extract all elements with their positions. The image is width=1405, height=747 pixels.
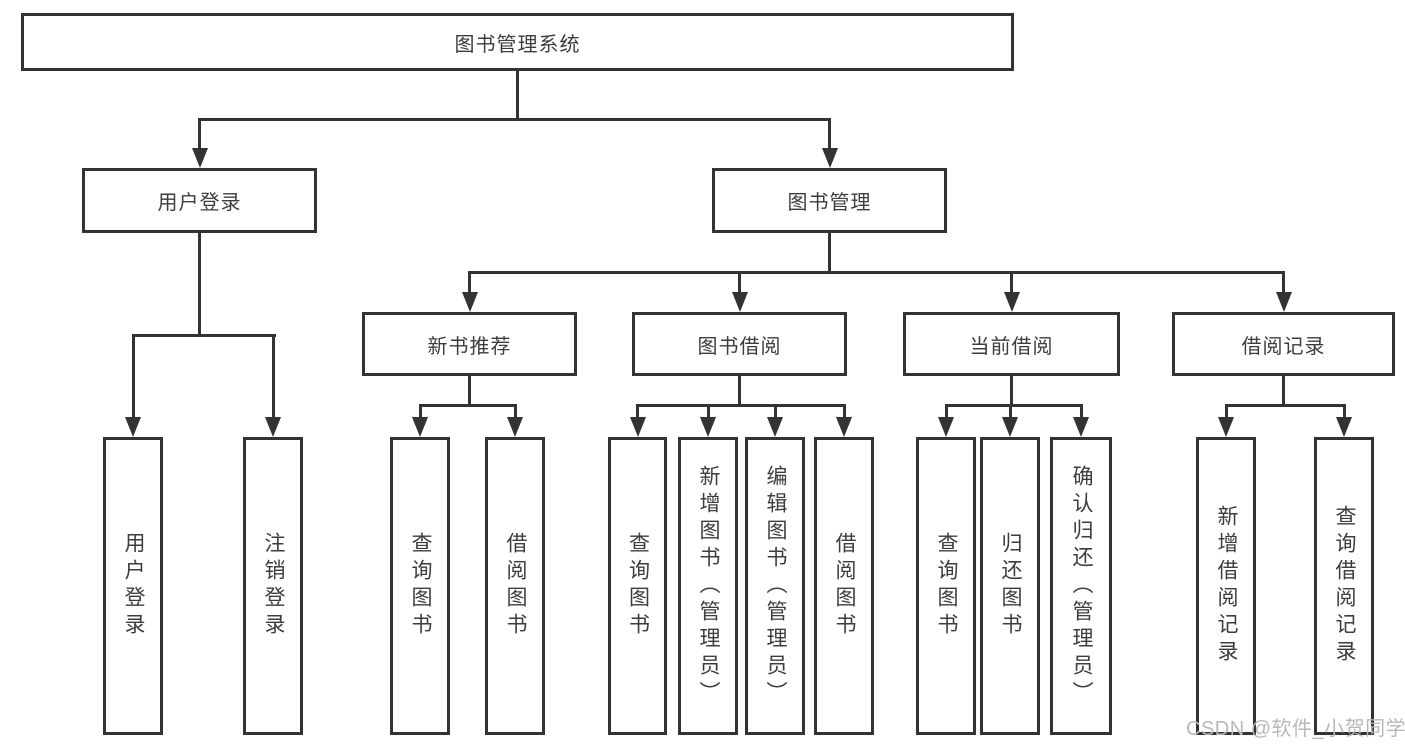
connector-line [513, 406, 517, 420]
connector-line [418, 404, 517, 407]
arrowhead-down-icon [125, 417, 141, 437]
node-new-book-recommend: 新书推荐 [362, 312, 577, 376]
connector-line [1079, 406, 1083, 420]
arrowhead-down-icon [1002, 417, 1018, 437]
leaf-add-book-admin-label: 新增图书（管理员） [697, 464, 720, 708]
connector-line [636, 406, 639, 420]
connector-line [828, 233, 831, 273]
connector-line [131, 336, 135, 420]
arrowhead-down-icon [412, 417, 428, 437]
node-borrow-record-label: 借阅记录 [1241, 335, 1326, 358]
connector-line [515, 70, 519, 118]
node-root: 图书管理系统 [21, 13, 1014, 71]
leaf-add-borrow-record-label: 新增借阅记录 [1215, 505, 1238, 667]
connector-line [198, 118, 831, 121]
connector-line [1010, 273, 1013, 295]
leaf-query-book-3: 查询图书 [916, 437, 976, 735]
arrowhead-down-icon [1003, 292, 1020, 312]
node-book-borrow-label: 图书借阅 [697, 335, 782, 358]
leaf-edit-book-admin-label: 编辑图书（管理员） [764, 464, 787, 708]
connector-line [828, 120, 831, 150]
arrowhead-down-icon [507, 417, 523, 437]
leaf-add-book-admin: 新增图书（管理员） [678, 437, 738, 735]
connector-line [944, 404, 1083, 407]
leaf-return-book-label: 归还图书 [999, 532, 1022, 640]
connector-line [198, 233, 201, 336]
connector-line [1008, 406, 1012, 420]
connector-line [271, 336, 275, 420]
node-new-book-recommend-label: 新书推荐 [427, 335, 512, 358]
arrowhead-down-icon [461, 292, 478, 312]
leaf-user-login-label: 用户登录 [122, 532, 145, 640]
node-user-login-label: 用户登录 [157, 192, 242, 214]
node-book-management-label: 图书管理 [787, 192, 872, 214]
leaf-confirm-return-admin-label: 确认归还（管理员） [1070, 464, 1093, 708]
connector-line [773, 406, 777, 420]
connector-line [636, 404, 846, 407]
leaf-borrow-book-2: 借阅图书 [814, 437, 874, 735]
arrowhead-down-icon [191, 148, 208, 168]
connector-line [468, 273, 471, 295]
leaf-confirm-return-admin: 确认归还（管理员） [1050, 437, 1112, 735]
arrowhead-down-icon [731, 292, 748, 312]
connector-line [468, 376, 471, 406]
arrowhead-down-icon [1336, 417, 1352, 437]
leaf-borrow-book-2-label: 借阅图书 [833, 532, 856, 640]
connector-line [198, 120, 201, 150]
leaf-query-book-2-label: 查询图书 [626, 532, 650, 640]
connector-line [418, 406, 422, 420]
leaf-query-book-2: 查询图书 [608, 437, 667, 735]
connector-line [468, 271, 1285, 274]
connector-line [1282, 273, 1285, 295]
leaf-borrow-book-1: 借阅图书 [485, 437, 545, 735]
csdn-watermark: CSDN @软件_小贺同学 [1186, 718, 1405, 740]
node-user-login: 用户登录 [82, 168, 317, 233]
arrowhead-down-icon [836, 417, 852, 437]
connector-line [131, 334, 276, 337]
leaf-return-book: 归还图书 [980, 437, 1040, 735]
arrowhead-down-icon [629, 417, 646, 437]
arrowhead-down-icon [700, 417, 716, 437]
node-book-borrow: 图书借阅 [632, 312, 847, 376]
node-book-management: 图书管理 [712, 168, 947, 233]
arrowhead-down-icon [265, 417, 281, 437]
leaf-add-borrow-record: 新增借阅记录 [1196, 437, 1256, 735]
connector-line [944, 406, 948, 420]
connector-line [1342, 406, 1346, 420]
arrowhead-down-icon [1218, 417, 1234, 437]
leaf-query-borrow-record-label: 查询借阅记录 [1333, 505, 1356, 667]
connector-line [738, 273, 741, 295]
connector-line [706, 406, 710, 420]
leaf-borrow-book-1-label: 借阅图书 [504, 532, 527, 640]
arrowhead-down-icon [1275, 292, 1292, 312]
connector-line [1224, 406, 1228, 420]
leaf-logout: 注销登录 [243, 437, 303, 735]
node-current-borrow-label: 当前借阅 [969, 335, 1054, 358]
leaf-query-book-1: 查询图书 [390, 437, 450, 735]
leaf-query-borrow-record: 查询借阅记录 [1314, 437, 1374, 735]
connector-line [1010, 376, 1013, 406]
arrowhead-down-icon [938, 417, 954, 437]
connector-line [1282, 376, 1285, 406]
leaf-logout-label: 注销登录 [262, 532, 285, 640]
node-root-label: 图书管理系统 [454, 33, 581, 56]
arrowhead-down-icon [767, 417, 783, 437]
leaf-query-book-3-label: 查询图书 [935, 532, 958, 640]
node-borrow-record: 借阅记录 [1172, 312, 1395, 376]
arrowhead-down-icon [1073, 417, 1089, 437]
leaf-user-login: 用户登录 [103, 437, 163, 735]
leaf-edit-book-admin: 编辑图书（管理员） [745, 437, 805, 735]
arrowhead-down-icon [821, 148, 838, 168]
connector-line [842, 406, 846, 420]
leaf-query-book-1-label: 查询图书 [409, 532, 432, 640]
connector-line [738, 376, 741, 406]
node-current-borrow: 当前借阅 [903, 312, 1120, 376]
connector-line [1224, 404, 1346, 407]
